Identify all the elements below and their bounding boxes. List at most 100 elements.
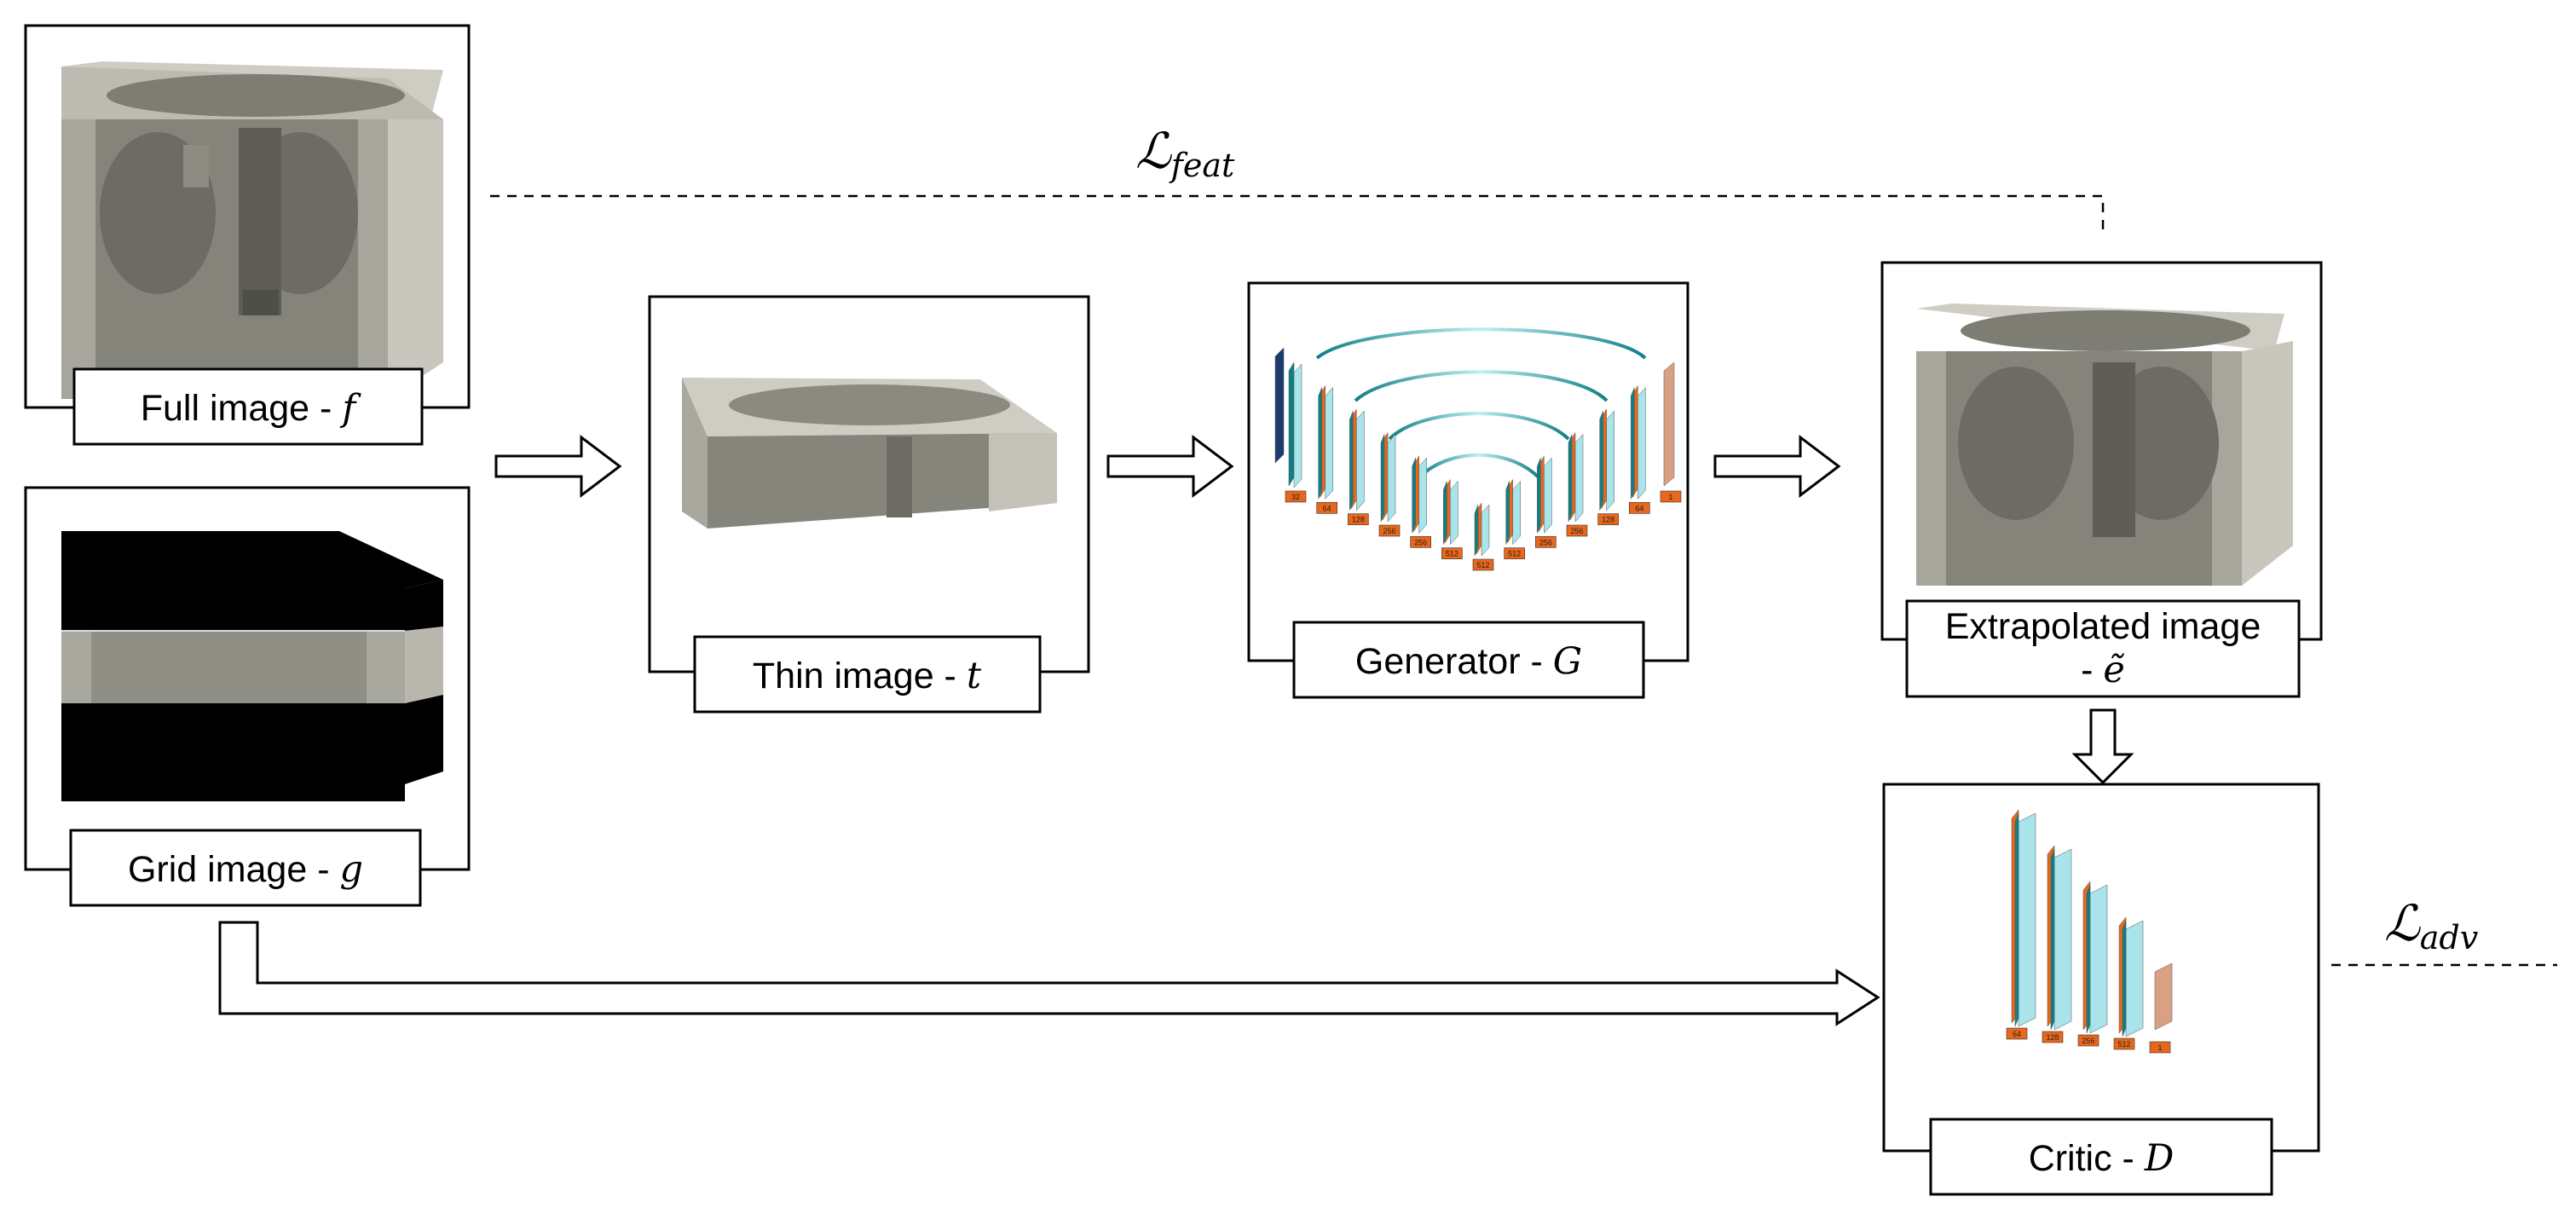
channel-count-label: 32 [1285, 490, 1307, 503]
feature-map [1637, 386, 1646, 500]
svg-text:512: 512 [1446, 550, 1458, 558]
svg-text:Thin image - t: Thin image - t [753, 655, 982, 697]
svg-text:128: 128 [1352, 516, 1365, 524]
skip-layer [1537, 457, 1541, 534]
channel-count-label: 256 [1535, 536, 1557, 548]
thin-image-ct-volume [682, 378, 1057, 529]
norm-layer [2086, 884, 2091, 1034]
feature-map [1387, 433, 1396, 523]
channel-count-label: 1 [2149, 1041, 2171, 1054]
full-image-label: Full image - [141, 388, 343, 429]
svg-text:64: 64 [1323, 504, 1331, 512]
channel-count-label: 1 [1660, 490, 1682, 503]
grid-image-label: Grid image - [128, 849, 340, 890]
skip-layer [1474, 504, 1479, 557]
extrapolated-image-ct-volume [1916, 303, 2293, 586]
skip-connection-arc [1418, 453, 1540, 479]
norm-layer [2050, 848, 2055, 1031]
feature-map [1512, 480, 1521, 546]
extrapolated-image-label-line2: - [2081, 650, 2103, 691]
input-layer [1274, 347, 1285, 464]
feature-map [2089, 884, 2108, 1034]
skip-layer [1349, 410, 1354, 511]
svg-text:512: 512 [1508, 550, 1521, 558]
feature-loss-line [490, 194, 2105, 234]
grid-image-ct-volume [61, 531, 443, 801]
channel-count-label: 256 [1378, 524, 1401, 537]
norm-layer [2014, 812, 2019, 1027]
svg-text:Critic - D: Critic - D [2029, 1137, 2175, 1180]
skip-layer [1631, 387, 1635, 500]
channel-count-label: 64 [1629, 502, 1650, 514]
arrow-extrapolated-to-critic [2071, 708, 2134, 785]
critic-label: Critic - [2029, 1138, 2145, 1179]
skip-connection-arc [1354, 370, 1609, 402]
svg-text:32: 32 [1291, 493, 1300, 501]
generator-symbol: G [1553, 640, 1582, 683]
thin-image-symbol: t [967, 655, 982, 697]
thin-image-label: Thin image - [753, 656, 967, 696]
extrapolated-image-symbol: ẽ [2103, 649, 2124, 691]
skip-layer [1599, 410, 1603, 511]
channel-count-label: 128 [1597, 513, 1619, 525]
feature-map [1418, 457, 1427, 534]
skip-layer [1380, 434, 1385, 523]
arrow-full-grid-to-thin [494, 434, 622, 499]
feature-map [2125, 920, 2144, 1037]
feature-map [1325, 386, 1333, 500]
critic-block: 64 128 256 512 1 Critic - D [1882, 783, 2320, 1196]
norm-layer [2122, 920, 2127, 1037]
skip-layer [1412, 457, 1416, 534]
channel-count-label: 256 [2077, 1034, 2099, 1047]
svg-text:256: 256 [1414, 538, 1427, 546]
feature-map [1574, 433, 1584, 523]
thin-image-block: Thin image - t [648, 295, 1090, 714]
feature-map [2018, 812, 2036, 1027]
feature-map [1606, 410, 1614, 511]
feature-map [1293, 363, 1302, 488]
skip-layer [1443, 481, 1447, 545]
svg-text:256: 256 [1539, 538, 1552, 546]
output-layer [1663, 361, 1675, 487]
conv-layer [1288, 361, 1295, 487]
critic-symbol: D [2144, 1137, 2174, 1180]
feature-map [1544, 457, 1552, 534]
channel-count-label: 256 [1410, 536, 1431, 548]
svg-text:128: 128 [2046, 1033, 2059, 1042]
skip-connection-arc [1388, 412, 1570, 441]
channel-count-label: 512 [1504, 547, 1525, 559]
svg-text:256: 256 [2082, 1037, 2094, 1045]
skip-layer [1318, 387, 1322, 500]
svg-text:128: 128 [1602, 516, 1614, 524]
svg-text:1: 1 [2157, 1043, 2162, 1052]
extrapolated-image-label-line1: Extrapolated image [1945, 606, 2261, 647]
channel-count-label: 128 [2042, 1031, 2064, 1043]
feature-map [1481, 504, 1490, 557]
svg-text:Grid image - g: Grid image - g [128, 848, 363, 891]
skip-layer [1505, 481, 1510, 545]
svg-text:512: 512 [2117, 1040, 2130, 1049]
full-image-block: Full image - f [24, 24, 471, 446]
channel-count-label: 512 [1472, 558, 1494, 571]
full-image-ct-volume [61, 61, 443, 399]
adversarial-loss-label: ℒadv [2384, 894, 2479, 956]
channel-count-label: 64 [2006, 1027, 2028, 1040]
feature-loss-label: ℒfeat [1135, 122, 1235, 184]
svg-text:Generator - G: Generator - G [1355, 640, 1582, 683]
svg-text:256: 256 [1383, 527, 1395, 535]
channel-count-label: 512 [1441, 547, 1463, 559]
grid-image-block: Grid image - g [24, 486, 471, 907]
svg-text:64: 64 [2013, 1030, 2021, 1038]
channel-count-label: 512 [2113, 1037, 2135, 1050]
generator-label: Generator - [1355, 641, 1553, 682]
extrapolated-image-block: Extrapolated image - ẽ [1880, 261, 2323, 698]
feature-map [1356, 410, 1365, 511]
channel-count-label: 64 [1316, 502, 1337, 514]
arrow-grid-to-critic [218, 921, 1880, 1026]
svg-text:1: 1 [1668, 493, 1672, 501]
grid-image-symbol: g [339, 848, 363, 891]
skip-layer [1568, 434, 1573, 523]
critic-network: 64 128 256 512 1 [2006, 809, 2173, 1054]
